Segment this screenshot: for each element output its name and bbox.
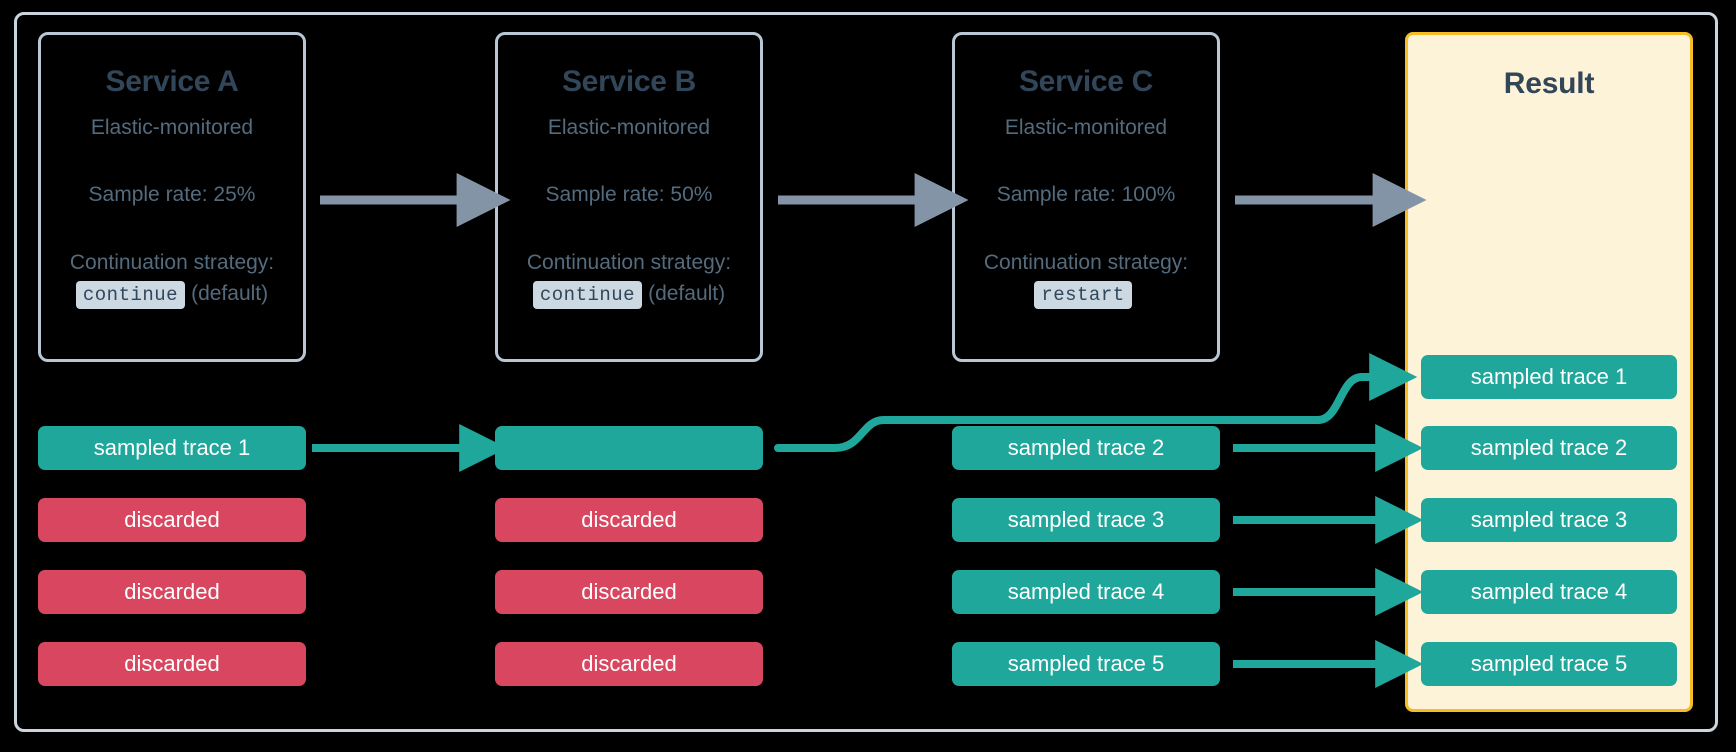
- service-a-strategy-badge: continue: [75, 280, 186, 309]
- trace-pill-a-4: discarded: [38, 642, 306, 686]
- result-pill-4: sampled trace 4: [1421, 570, 1677, 614]
- service-b-strategy-line: continue(default): [498, 280, 760, 309]
- service-card-c: Service C Elastic-monitored Sample rate:…: [952, 32, 1220, 362]
- trace-pill-c-1: sampled trace 2: [952, 426, 1220, 470]
- service-b-monitored: Elastic-monitored: [547, 116, 711, 139]
- result-pill-1: sampled trace 1: [1421, 355, 1677, 399]
- result-title: Result: [1503, 67, 1595, 100]
- trace-pill-c-3: sampled trace 4: [952, 570, 1220, 614]
- service-c-strategy-line: restart: [955, 280, 1217, 309]
- service-b-strategy-label: Continuation strategy:: [526, 251, 732, 275]
- service-a-monitored: Elastic-monitored: [90, 116, 254, 139]
- service-a-title: Service A: [105, 65, 239, 98]
- service-c-strategy-badge: restart: [1034, 280, 1132, 309]
- trace-pill-b-4: discarded: [495, 642, 763, 686]
- service-a-strategy-label: Continuation strategy:: [69, 251, 275, 275]
- service-c-monitored: Elastic-monitored: [1004, 116, 1168, 139]
- trace-pill-b-3: discarded: [495, 570, 763, 614]
- service-c-strategy-label: Continuation strategy:: [983, 251, 1189, 275]
- diagram-outer-frame: [14, 12, 1718, 732]
- service-c-sample-rate: Sample rate: 100%: [996, 183, 1176, 207]
- service-b-strategy-note: (default): [648, 281, 726, 305]
- service-c-title: Service C: [1018, 65, 1154, 98]
- trace-pill-c-2: sampled trace 3: [952, 498, 1220, 542]
- service-a-strategy-note: (default): [191, 281, 269, 305]
- trace-pill-c-4: sampled trace 5: [952, 642, 1220, 686]
- trace-pill-a-3: discarded: [38, 570, 306, 614]
- service-card-b: Service B Elastic-monitored Sample rate:…: [495, 32, 763, 362]
- trace-pill-a-2: discarded: [38, 498, 306, 542]
- service-card-a: Service A Elastic-monitored Sample rate:…: [38, 32, 306, 362]
- result-pill-5: sampled trace 5: [1421, 642, 1677, 686]
- service-a-strategy-line: continue(default): [41, 280, 303, 309]
- service-b-sample-rate: Sample rate: 50%: [545, 183, 713, 207]
- service-b-title: Service B: [561, 65, 697, 98]
- trace-pill-b-2: discarded: [495, 498, 763, 542]
- result-pill-3: sampled trace 3: [1421, 498, 1677, 542]
- result-pill-2: sampled trace 2: [1421, 426, 1677, 470]
- trace-pill-b-1: [495, 426, 763, 470]
- service-b-strategy-badge: continue: [532, 280, 643, 309]
- service-a-sample-rate: Sample rate: 25%: [88, 183, 256, 207]
- trace-pill-a-1: sampled trace 1: [38, 426, 306, 470]
